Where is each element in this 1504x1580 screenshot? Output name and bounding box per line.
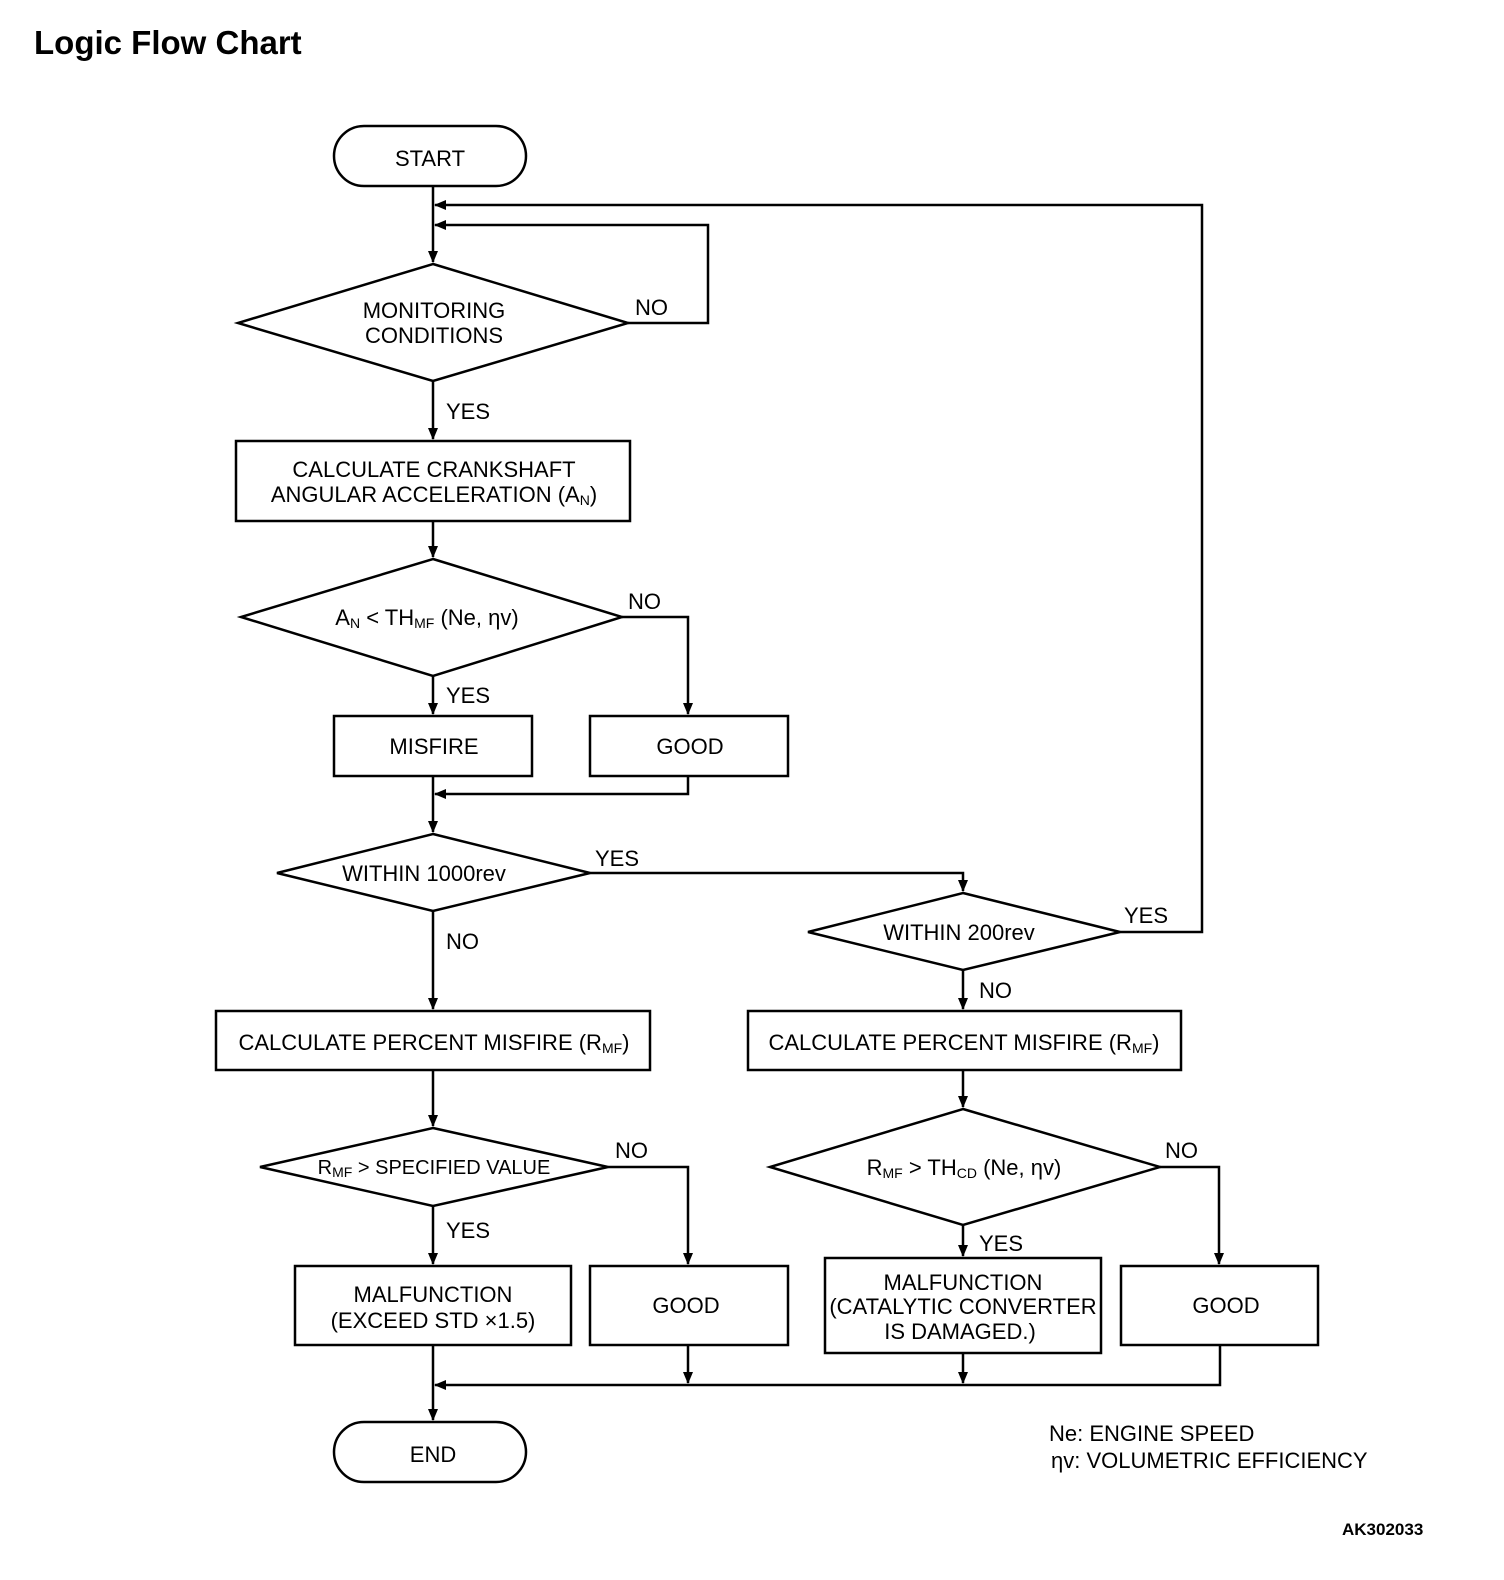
- label-th-yes: YES: [979, 1231, 1023, 1256]
- an-condition-label: AN < THMF (Ne, ηv): [335, 605, 518, 631]
- malfunction-cat-label-3: IS DAMAGED.): [884, 1319, 1036, 1344]
- calc-percent-left-label: CALCULATE PERCENT MISFIRE (RMF): [238, 1030, 629, 1056]
- rmf-thcd-label: RMF > THCD (Ne, ηv): [867, 1155, 1062, 1181]
- malfunction-std-label-1: MALFUNCTION: [354, 1282, 513, 1307]
- edge-an-no: [622, 615, 693, 715]
- edge-th-no: [1160, 1165, 1224, 1265]
- label-spec-yes: YES: [446, 1218, 490, 1243]
- good-label-3: GOOD: [1192, 1293, 1259, 1318]
- good-label-1: GOOD: [656, 734, 723, 759]
- label-200-no: NO: [979, 978, 1012, 1003]
- end-label: END: [410, 1442, 456, 1467]
- edge-good3-join: [434, 1345, 1222, 1390]
- label-th-no: NO: [1165, 1138, 1198, 1163]
- calc-percent-box-right: [746, 1009, 1183, 1072]
- within-200-label: WITHIN 200rev: [883, 920, 1035, 945]
- monitoring-label-1: MONITORING: [363, 298, 506, 323]
- label-monitoring-yes: YES: [446, 399, 490, 424]
- calc-accel-label-1: CALCULATE CRANKSHAFT: [292, 457, 575, 482]
- malfunction-cat-label-1: MALFUNCTION: [884, 1270, 1043, 1295]
- misfire-label: MISFIRE: [389, 734, 478, 759]
- edge-spec-no: [608, 1165, 693, 1265]
- label-spec-no: NO: [615, 1138, 648, 1163]
- start-terminal: [332, 124, 528, 188]
- label-an-no: NO: [628, 589, 661, 614]
- calc-accel-label-2: ANGULAR ACCELERATION (AN): [271, 482, 597, 508]
- within-1000-label: WITHIN 1000rev: [342, 861, 506, 886]
- monitoring-label-2: CONDITIONS: [365, 323, 503, 348]
- edge-200-yes: [434, 200, 1204, 934]
- rmf-specified-label: RMF > SPECIFIED VALUE: [318, 1157, 551, 1180]
- page-title: Logic Flow Chart: [34, 24, 302, 61]
- good-label-2: GOOD: [652, 1293, 719, 1318]
- edge-1000-yes: [590, 871, 968, 892]
- label-1000-no: NO: [446, 929, 479, 954]
- legend-ne: Ne: ENGINE SPEED: [1049, 1421, 1254, 1446]
- document-code: AK302033: [1342, 1520, 1424, 1539]
- malfunction-cat-label-2: (CATALYTIC CONVERTER: [829, 1294, 1096, 1319]
- label-1000-yes: YES: [595, 846, 639, 871]
- label-200-yes: YES: [1124, 903, 1168, 928]
- edge-good1-join: [434, 776, 690, 799]
- label-monitoring-no: NO: [635, 295, 668, 320]
- start-label: START: [395, 146, 465, 171]
- end-terminal: [332, 1420, 528, 1484]
- edge-monitoring-no: [434, 220, 710, 325]
- malfunction-std-label-2: (EXCEED STD ×1.5): [331, 1308, 536, 1333]
- legend-eta: ηv: VOLUMETRIC EFFICIENCY: [1051, 1448, 1368, 1473]
- label-an-yes: YES: [446, 683, 490, 708]
- calc-percent-right-label: CALCULATE PERCENT MISFIRE (RMF): [768, 1030, 1159, 1056]
